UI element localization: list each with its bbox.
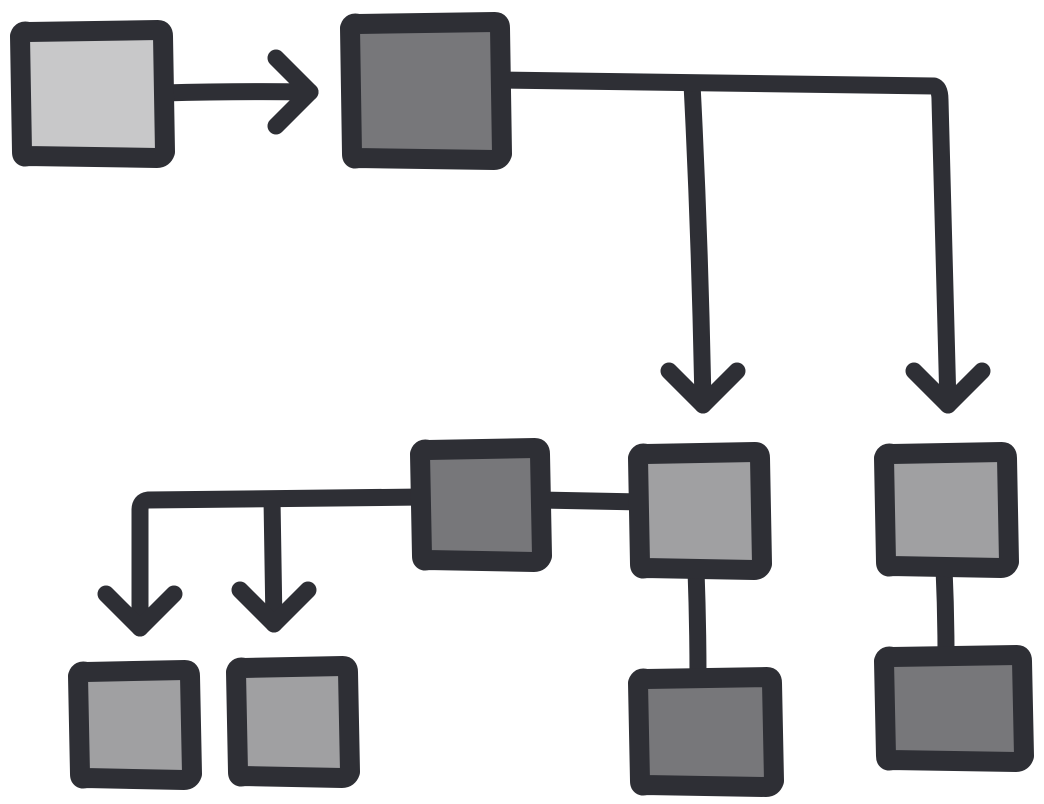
node-box-n1 bbox=[10, 20, 175, 168]
connector-n3-n4 bbox=[531, 491, 649, 511]
arrowhead-icon bbox=[231, 581, 317, 633]
node-box-n7 bbox=[226, 656, 360, 788]
connector-n3-n7 bbox=[231, 490, 317, 633]
connector-line bbox=[263, 490, 283, 633]
node-box-n8 bbox=[628, 667, 784, 797]
node-box-n4 bbox=[628, 442, 772, 580]
connector-line bbox=[531, 491, 649, 511]
connector-line bbox=[935, 559, 955, 664]
connector-line bbox=[491, 71, 957, 414]
node-box-n5 bbox=[874, 442, 1019, 578]
connector-line bbox=[683, 75, 712, 414]
connector-line bbox=[131, 488, 431, 637]
node-box-n3 bbox=[410, 438, 552, 572]
connector-n1-n2 bbox=[154, 49, 319, 135]
connector-line bbox=[154, 83, 319, 102]
connector-n2-n5 bbox=[491, 71, 991, 414]
node-box-n6 bbox=[68, 660, 202, 790]
connector-n5-n9 bbox=[935, 559, 955, 664]
connector-n2-n4 bbox=[660, 75, 746, 414]
edges-layer bbox=[97, 49, 991, 686]
node-box-n2 bbox=[340, 12, 512, 170]
node-box-n9 bbox=[874, 645, 1034, 772]
connector-n3-n6 bbox=[97, 488, 431, 637]
arrowhead-icon bbox=[267, 49, 319, 135]
arrowhead-icon bbox=[660, 362, 746, 414]
connector-line bbox=[687, 561, 707, 686]
nodes-layer bbox=[10, 12, 1034, 797]
arrowhead-icon bbox=[97, 585, 183, 637]
arrowhead-icon bbox=[905, 362, 991, 414]
connector-n4-n8 bbox=[687, 561, 707, 686]
